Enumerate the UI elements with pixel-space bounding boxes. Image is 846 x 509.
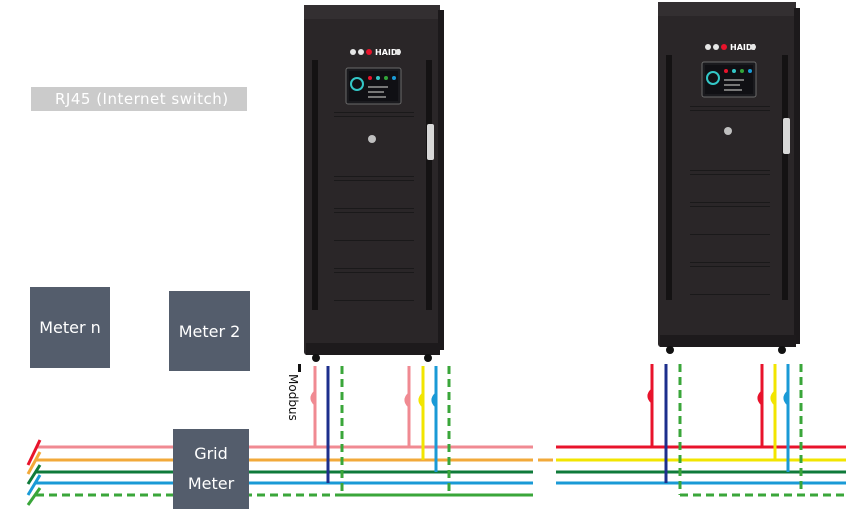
inverter-cabinet-left: HAIDI	[304, 5, 444, 362]
right-bus	[538, 445, 846, 497]
meter-n-box: Meter n	[30, 287, 110, 368]
meter-n-label: Meter n	[39, 318, 101, 337]
left-bus	[26, 439, 533, 506]
grid-meter-label-line2: Meter	[187, 474, 235, 493]
brand-logo: HAIDI	[375, 48, 401, 57]
rj45-switch-label: RJ45 (Internet switch)	[31, 87, 247, 111]
grid-meter-label-line1: Grid	[194, 444, 228, 463]
modbus-label-wrapper: Modbus	[285, 364, 301, 434]
modbus-label: Modbus	[286, 374, 300, 421]
modbus-connector-icon	[298, 364, 301, 372]
left-cabinet-drops	[310, 366, 533, 497]
brand-logo-right: HAIDI	[730, 43, 756, 52]
meter-2-box: Meter 2	[169, 291, 250, 371]
inverter-cabinet-right: HAIDI	[658, 2, 800, 354]
right-cabinet-drops	[647, 364, 803, 495]
grid-meter-box: Grid Meter	[173, 429, 249, 509]
meter-2-label: Meter 2	[178, 321, 241, 341]
